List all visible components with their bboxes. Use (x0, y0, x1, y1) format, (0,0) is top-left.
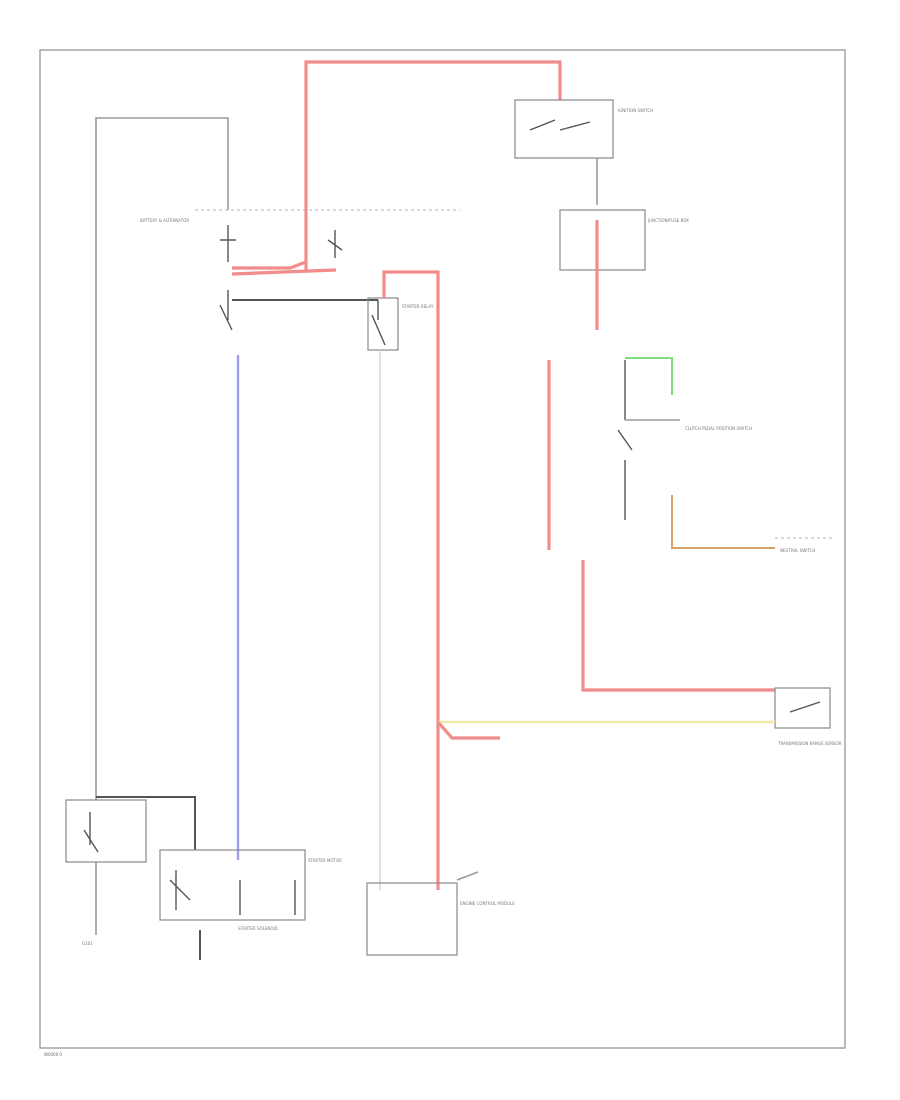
trans-range-sensor (774, 687, 831, 729)
label-neutral-switch: NEUTRAL SWITCH (780, 548, 815, 553)
starter-motor (159, 849, 306, 921)
wire-gray-left (95, 117, 229, 800)
wire-green (625, 357, 673, 395)
label-pcm: ENGINE CONTROL MODULE (460, 901, 515, 906)
ignition-switch (514, 99, 614, 159)
label-starter-relay: STARTER RELAY (402, 304, 434, 309)
starter-relay (367, 297, 399, 351)
wire-red-fuse (232, 260, 307, 270)
fuse-box-right (559, 209, 646, 271)
wire-red-top (304, 60, 562, 270)
ecm-box (366, 882, 458, 956)
label-fuse-box: JUNCTION/FUSE BOX (647, 218, 689, 223)
battery-block (65, 799, 147, 863)
label-starter-solenoid: STARTER SOLENOID (238, 926, 278, 931)
wire-ecm (456, 871, 479, 881)
label-battery-block: BATTERY & ALTERNATOR (140, 218, 189, 223)
page-ref: W0000 0 (44, 1052, 62, 1057)
wire-red-fuse-2 (231, 268, 337, 276)
starter-contact (169, 870, 191, 910)
trans-range-contact (789, 701, 821, 713)
starter-solenoid-coil (239, 880, 296, 915)
label-trans-range: TRANSMISSION RANGE SENSOR (777, 741, 842, 746)
wire-red-main (382, 270, 440, 890)
label-starter-motor: STARTER MOTOR (308, 858, 342, 863)
wire-red-trans (581, 560, 775, 692)
label-ground: G101 (82, 941, 93, 946)
fuse-symbol (220, 225, 236, 262)
starter-relay-switch (371, 300, 386, 346)
label-ignition-switch: IGNITION SWITCH (618, 108, 653, 113)
diagram-frame (39, 49, 846, 1049)
relay-switch-left (219, 290, 233, 331)
relay-coil (327, 230, 343, 258)
wire-battery (96, 796, 196, 850)
wire-red-branch (436, 720, 500, 740)
ignition-switch-contact (529, 119, 591, 131)
label-clutch-switch: CLUTCH PEDAL POSITION SWITCH (685, 426, 752, 431)
clutch-switch (617, 360, 633, 520)
wire-orange (671, 495, 775, 549)
battery-switch (83, 812, 99, 853)
